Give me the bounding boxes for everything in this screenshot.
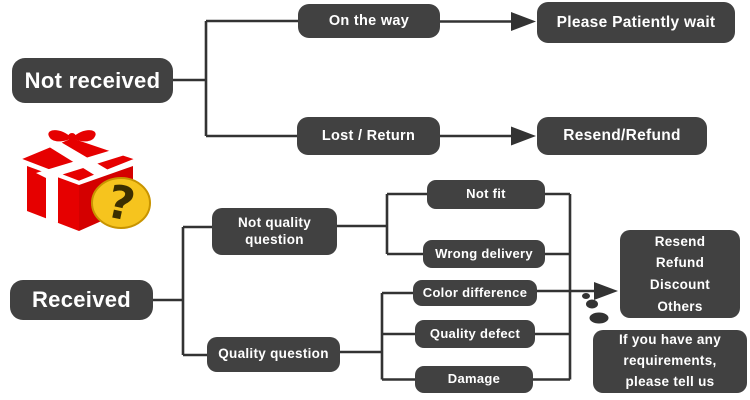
- branch-lines-received: [153, 225, 212, 357]
- node-not-received: Not received: [12, 58, 173, 103]
- node-outcome: Resend Refund Discount Others: [620, 230, 740, 318]
- question-badge-icon: ?: [91, 174, 151, 232]
- arrowhead-wait-icon: [511, 12, 536, 31]
- node-wrong-delivery: Wrong delivery: [423, 240, 545, 268]
- thought-dots-icon: [582, 293, 609, 324]
- node-label-line: question: [245, 231, 304, 247]
- outcome-line: Resend: [654, 233, 706, 249]
- outcome-line: Discount: [649, 277, 711, 292]
- node-lost-return: Lost / Return: [297, 117, 440, 155]
- branch-lines-quality: [340, 291, 415, 381]
- outcome-line: Others: [657, 298, 703, 314]
- node-label-line: Not quality: [237, 214, 312, 230]
- arrowhead-outcome-icon: [594, 282, 618, 300]
- gift-icon: ?: [17, 130, 151, 232]
- node-damage: Damage: [415, 366, 533, 393]
- node-color-difference: Color difference: [413, 280, 537, 306]
- node-on-the-way: On the way: [298, 4, 440, 38]
- node-quality-defect: Quality defect: [415, 320, 535, 348]
- note-line: please tell us: [625, 373, 715, 389]
- branch-lines-not-quality: [337, 192, 427, 256]
- outcome-line: Refund: [655, 255, 705, 271]
- node-not-fit: Not fit: [427, 180, 545, 209]
- node-received: Received: [10, 280, 153, 320]
- node-resend-refund: Resend/Refund: [537, 117, 707, 155]
- node-quality-question: Quality question: [207, 337, 340, 372]
- arrowhead-resend-icon: [511, 126, 536, 146]
- node-please-wait: Please Patiently wait: [537, 2, 735, 43]
- note-line: If you have any: [618, 332, 722, 348]
- note-line: requirements,: [623, 353, 717, 369]
- node-requirements-note: If you have any requirements, please tel…: [593, 330, 747, 393]
- node-not-quality-question: Not quality question: [212, 208, 337, 255]
- collector-rail-lines: [533, 192, 572, 381]
- branch-lines-not-received: [173, 19, 298, 138]
